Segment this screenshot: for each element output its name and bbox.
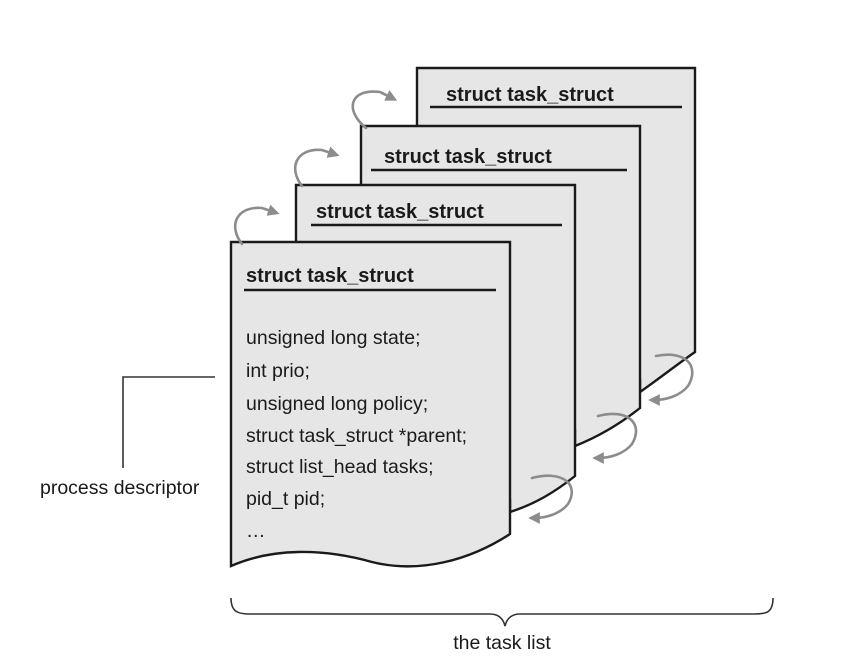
prev-arrow-icon-2 [592, 412, 638, 464]
task-list-brace [230, 597, 774, 627]
field-prio: int prio; [246, 360, 310, 382]
task-struct-page-1: struct task_struct unsigned long state; … [229, 240, 512, 568]
field-parent: struct task_struct *parent; [246, 425, 467, 447]
field-state: unsigned long state; [246, 327, 421, 349]
task-struct-title-2: struct task_struct [316, 201, 484, 223]
next-arrow-icon-2 [293, 146, 340, 188]
task-struct-title-3: struct task_struct [384, 146, 552, 168]
task-struct-title-1: struct task_struct [246, 265, 414, 287]
field-pid: pid_t pid; [246, 488, 325, 510]
process-descriptor-label: process descriptor [40, 477, 200, 499]
next-arrows [233, 90, 398, 246]
field-tasks: struct list_head tasks; [246, 456, 434, 478]
prev-arrow-icon-1 [528, 474, 574, 524]
task-list-label: the task list [453, 632, 551, 654]
process-descriptor-leader [122, 376, 215, 468]
prev-arrow-icon-3 [648, 353, 694, 406]
field-policy: unsigned long policy; [246, 393, 428, 415]
prev-arrows [528, 353, 694, 524]
next-arrow-icon-3 [351, 90, 398, 130]
field-ellipsis: … [246, 520, 266, 542]
field-list: unsigned long state; int prio; unsigned … [246, 327, 467, 542]
task-struct-title-4: struct task_struct [446, 84, 614, 106]
next-arrow-icon-1 [233, 204, 280, 246]
